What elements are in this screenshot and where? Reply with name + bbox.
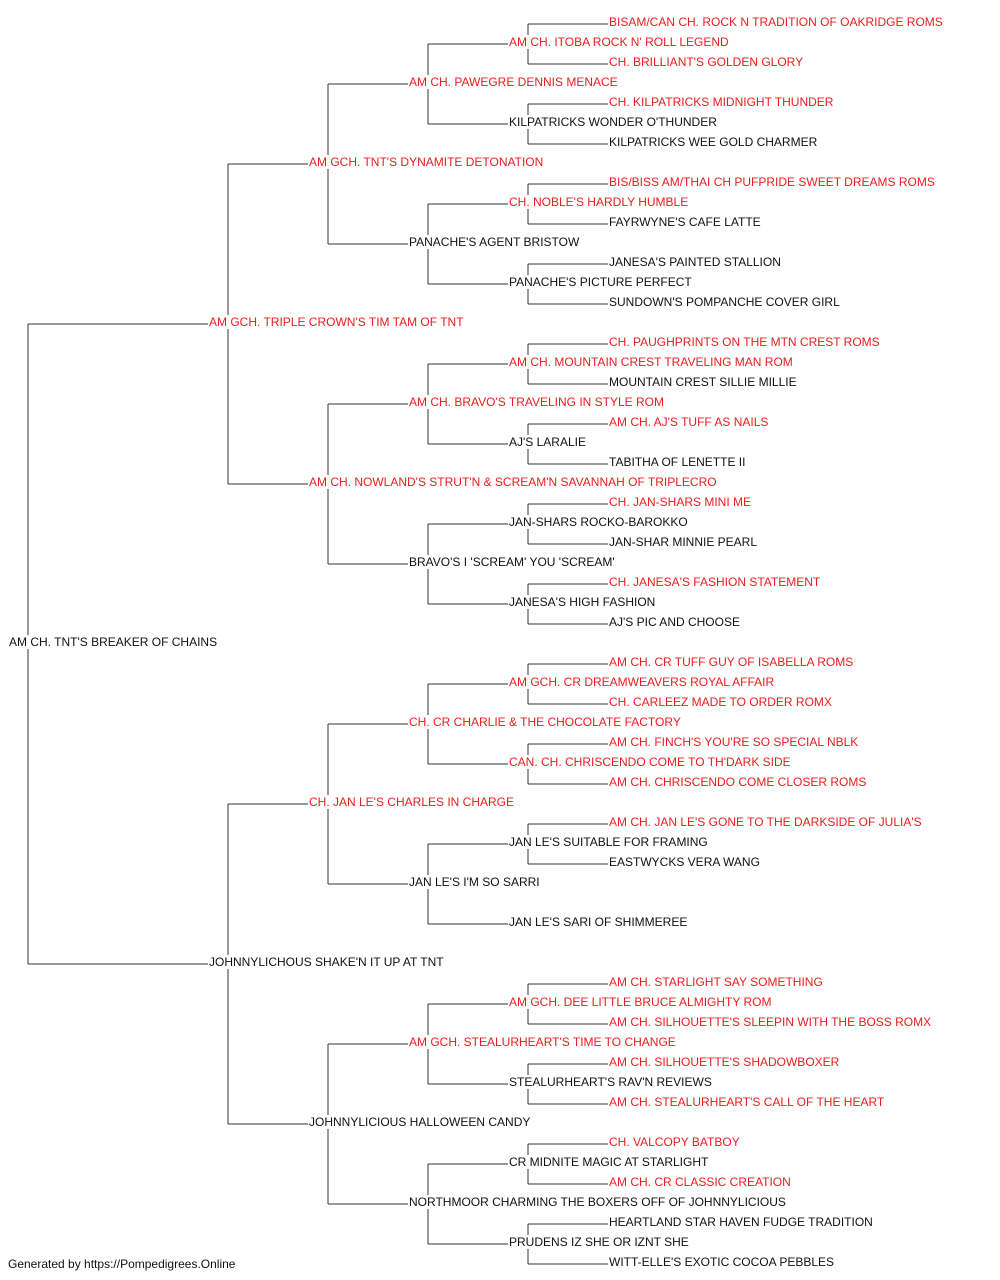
sire-name: AM GCH. TNT'S DYNAMITE DETONATION [308, 155, 545, 169]
sire-name: CH. KILPATRICKS MIDNIGHT THUNDER [608, 95, 835, 109]
dam-name: SUNDOWN'S POMPANCHE COVER GIRL [608, 295, 841, 309]
sire-name: CH. VALCOPY BATBOY [608, 1135, 741, 1149]
sire-name: AM GCH. TRIPLE CROWN'S TIM TAM OF TNT [208, 315, 465, 329]
dam-name: STEALURHEART'S RAV'N REVIEWS [508, 1075, 713, 1089]
sire-name: CH. JAN LE'S CHARLES IN CHARGE [308, 795, 516, 809]
dam-name: MOUNTAIN CREST SILLIE MILLIE [608, 375, 798, 389]
dam-name: CH. CARLEEZ MADE TO ORDER ROMX [608, 695, 833, 709]
dam-name: AJ'S PIC AND CHOOSE [608, 615, 741, 629]
dam-name: JANESA'S HIGH FASHION [508, 595, 657, 609]
subject-dog-name: AM CH. TNT'S BREAKER OF CHAINS [8, 635, 219, 649]
sire-name: BISAM/CAN CH. ROCK N TRADITION OF OAKRID… [608, 15, 944, 29]
sire-name: CH. NOBLE'S HARDLY HUMBLE [508, 195, 690, 209]
dam-name: AM CH. CHRISCENDO COME CLOSER ROMS [608, 775, 868, 789]
sire-name: JAN LE'S SUITABLE FOR FRAMING [508, 835, 709, 849]
sire-name: AM GCH. CR DREAMWEAVERS ROYAL AFFAIR [508, 675, 776, 689]
sire-name: BIS/BISS AM/THAI CH PUFPRIDE SWEET DREAM… [608, 175, 936, 189]
sire-name: CR MIDNITE MAGIC AT STARLIGHT [508, 1155, 710, 1169]
sire-name: AM CH. CR TUFF GUY OF ISABELLA ROMS [608, 655, 855, 669]
dam-name: JOHNNYLICIOUS HALLOWEEN CANDY [308, 1115, 532, 1129]
dam-name: FAYRWYNE'S CAFE LATTE [608, 215, 762, 229]
sire-name: JANESA'S PAINTED STALLION [608, 255, 782, 269]
dam-name: WITT-ELLE'S EXOTIC COCOA PEBBLES [608, 1255, 836, 1269]
dam-name: AM CH. CR CLASSIC CREATION [608, 1175, 792, 1189]
dam-name: KILPATRICKS WONDER O'THUNDER [508, 115, 718, 129]
sire-name: AM CH. FINCH'S YOU'RE SO SPECIAL NBLK [608, 735, 860, 749]
sire-name: AM GCH. STEALURHEART'S TIME TO CHANGE [408, 1035, 677, 1049]
generated-by-footer: Generated by https://Pompedigrees.Online [8, 1257, 236, 1271]
sire-name: CH. JANESA'S FASHION STATEMENT [608, 575, 822, 589]
sire-name: CH. PAUGHPRINTS ON THE MTN CREST ROMS [608, 335, 881, 349]
dam-name: EASTWYCKS VERA WANG [608, 855, 761, 869]
dam-name: KILPATRICKS WEE GOLD CHARMER [608, 135, 819, 149]
sire-name: CH. CR CHARLIE & THE CHOCOLATE FACTORY [408, 715, 682, 729]
dam-name: AM CH. SILHOUETTE'S SLEEPIN WITH THE BOS… [608, 1015, 933, 1029]
dam-name: NORTHMOOR CHARMING THE BOXERS OFF OF JOH… [408, 1195, 787, 1209]
dam-name: JAN-SHAR MINNIE PEARL [608, 535, 759, 549]
sire-name: CH. JAN-SHARS MINI ME [608, 495, 753, 509]
dam-name: PANACHE'S AGENT BRISTOW [408, 235, 581, 249]
sire-name: AM CH. BRAVO'S TRAVELING IN STYLE ROM [408, 395, 666, 409]
dam-name: PANACHE'S PICTURE PERFECT [508, 275, 693, 289]
sire-name: AM CH. STARLIGHT SAY SOMETHING [608, 975, 824, 989]
sire-name: AM CH. ITOBA ROCK N' ROLL LEGEND [508, 35, 730, 49]
dam-name: PRUDENS IZ SHE OR IZNT SHE [508, 1235, 690, 1249]
sire-name: AM CH. SILHOUETTE'S SHADOWBOXER [608, 1055, 841, 1069]
sire-name: AM CH. AJ'S TUFF AS NAILS [608, 415, 770, 429]
dam-name: CH. BRILLIANT'S GOLDEN GLORY [608, 55, 805, 69]
dam-name: AM CH. STEALURHEART'S CALL OF THE HEART [608, 1095, 886, 1109]
dam-name: CAN. CH. CHRISCENDO COME TO TH'DARK SIDE [508, 755, 792, 769]
sire-name: AM GCH. DEE LITTLE BRUCE ALMIGHTY ROM [508, 995, 773, 1009]
dam-name: JAN LE'S I'M SO SARRI [408, 875, 541, 889]
dam-name: AJ'S LARALIE [508, 435, 587, 449]
dam-name: JOHNNYLICHOUS SHAKE'N IT UP AT TNT [208, 955, 445, 969]
dam-name: AM CH. NOWLAND'S STRUT'N & SCREAM'N SAVA… [308, 475, 718, 489]
sire-name: AM CH. PAWEGRE DENNIS MENACE [408, 75, 619, 89]
dam-name: TABITHA OF LENETTE II [608, 455, 747, 469]
dam-name: JAN LE'S SARI OF SHIMMEREE [508, 915, 689, 929]
sire-name: AM CH. MOUNTAIN CREST TRAVELING MAN ROM [508, 355, 794, 369]
dam-name: BRAVO'S I 'SCREAM' YOU 'SCREAM' [408, 555, 616, 569]
sire-name: JAN-SHARS ROCKO-BAROKKO [508, 515, 689, 529]
sire-name: AM CH. JAN LE'S GONE TO THE DARKSIDE OF … [608, 815, 923, 829]
sire-name: HEARTLAND STAR HAVEN FUDGE TRADITION [608, 1215, 874, 1229]
